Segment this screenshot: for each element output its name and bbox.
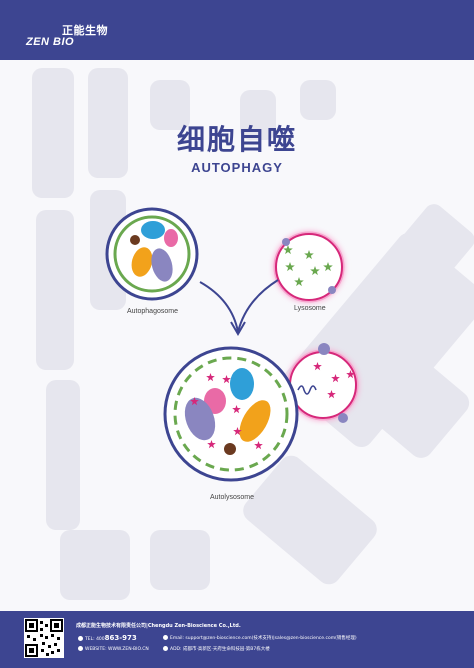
email-row: Email: support@zen-bioscience.com(技术支持)|… — [163, 635, 357, 641]
footer-bar: 成都正能生物技术有限责任公司|Chengdu Zen-Bioscience Co… — [0, 611, 474, 668]
globe-icon — [78, 646, 83, 651]
logo-english-text: ZEN BIO — [26, 36, 75, 48]
fusion-arrow — [199, 279, 279, 336]
autolysosome-label: Autolysosome — [210, 494, 254, 501]
email-icon — [163, 635, 168, 640]
email-text[interactable]: Email: support@zen-bioscience.com(技术支持)|… — [170, 636, 357, 641]
fusing-lysosome — [287, 343, 359, 423]
autolysosome — [163, 346, 299, 482]
phone-icon — [78, 636, 83, 641]
logo-chinese-text: 正能生物 — [62, 24, 108, 37]
lysosome-label: Lysosome — [294, 305, 326, 312]
page-title: 细胞自噬 — [176, 123, 297, 156]
lysosome — [273, 231, 345, 303]
tel-number[interactable]: 863-973 — [104, 634, 137, 642]
tel-label: TEL: — [85, 637, 95, 642]
page-subtitle: AUTOPHAGY — [191, 160, 283, 175]
website-text[interactable]: WEBSITE: WWW.ZEN-BIO.CN — [85, 647, 149, 652]
location-icon — [163, 646, 168, 651]
address-text: ADD: 成都市·高新区·天府生命科技园·第B7栋大楼 — [170, 647, 270, 652]
company-name: 成都正能生物技术有限责任公司|Chengdu Zen-Bioscience Co… — [76, 623, 241, 629]
address-row: ADD: 成都市·高新区·天府生命科技园·第B7栋大楼 — [163, 646, 270, 652]
autophagosome — [105, 207, 199, 301]
telephone-row: TEL: 400863-973 — [78, 634, 137, 642]
website-row: WEBSITE: WWW.ZEN-BIO.CN — [78, 646, 149, 652]
autophagosome-label: Autophagosome — [127, 308, 178, 315]
qr-code-icon[interactable] — [24, 618, 64, 658]
header-bar: 正能生物 ZEN BIO — [0, 0, 474, 60]
tel-prefix: 400 — [96, 637, 105, 642]
